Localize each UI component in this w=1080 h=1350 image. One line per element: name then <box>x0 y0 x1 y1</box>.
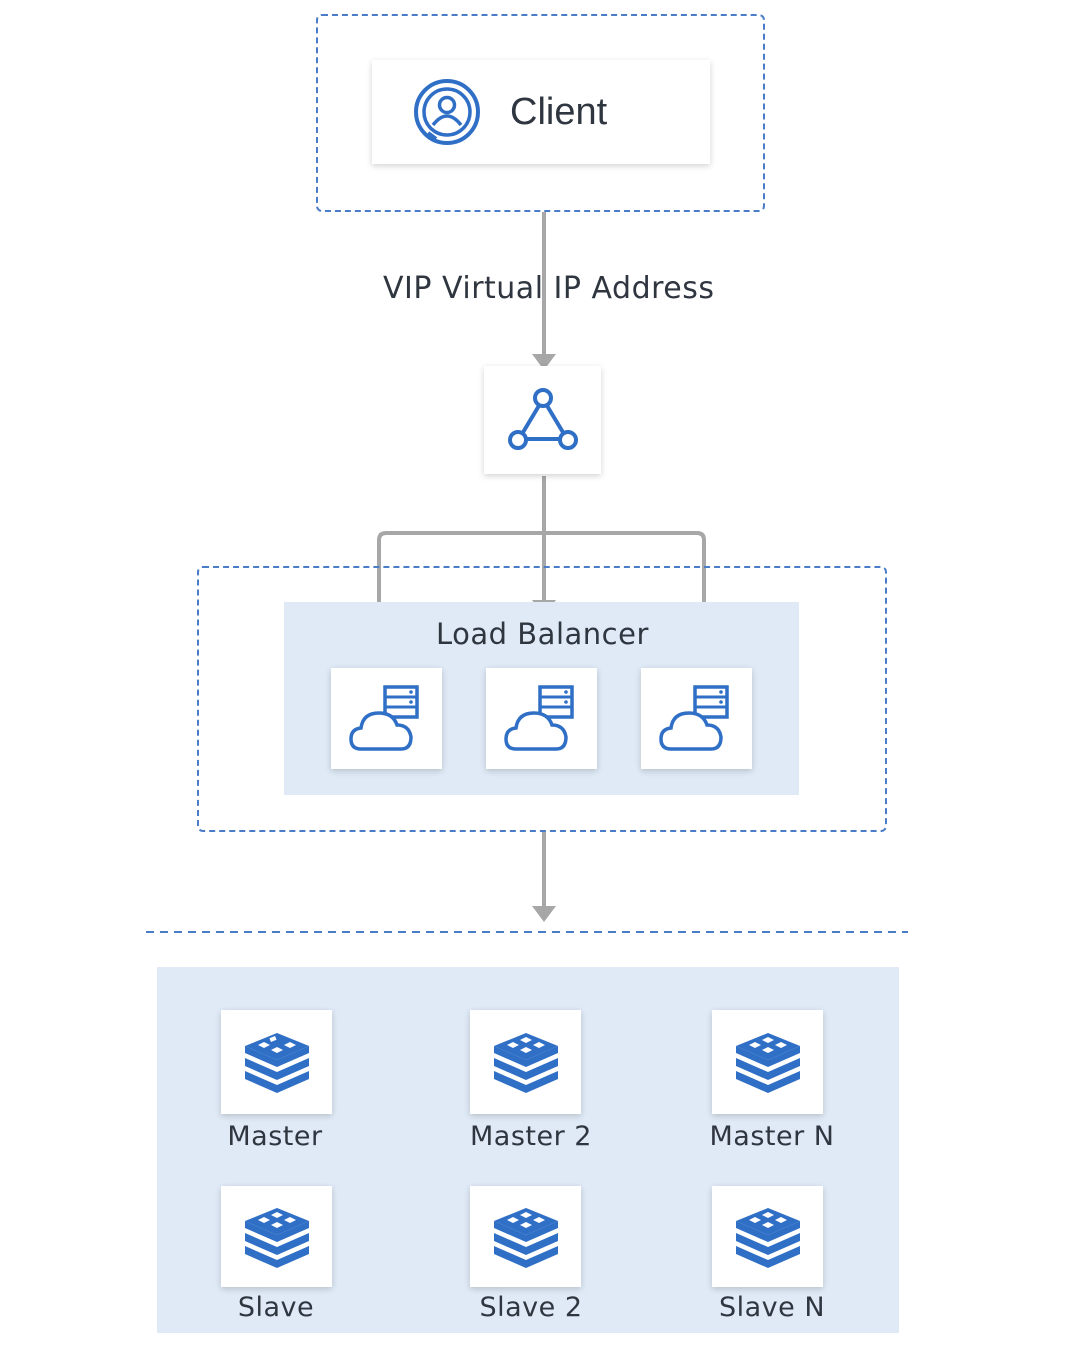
cluster-arrowhead <box>532 906 556 922</box>
lb-server-node-3[interactable] <box>641 668 752 769</box>
vip-to-lb-right-connector <box>544 531 706 625</box>
master-label-n: Master N <box>709 1121 835 1152</box>
redis-stack-icon <box>491 1031 561 1093</box>
load-balancer-label: Load Balancer <box>436 617 649 651</box>
master-node-2[interactable] <box>470 1010 581 1114</box>
load-balancer-group <box>197 566 887 832</box>
redis-stack-icon <box>242 1031 312 1093</box>
vip-arrowhead <box>532 354 556 370</box>
master-node-n[interactable] <box>712 1010 823 1114</box>
client-label: Client <box>510 90 608 133</box>
slave-node-n[interactable] <box>712 1186 823 1287</box>
redis-stack-icon <box>242 1206 312 1268</box>
vip-node[interactable] <box>484 366 601 474</box>
slave-node-2[interactable] <box>470 1186 581 1287</box>
lb-server-node-2[interactable] <box>486 668 597 769</box>
slave-label-1: Slave <box>237 1292 315 1323</box>
redis-stack-icon <box>733 1206 803 1268</box>
cloud-server-icon <box>502 683 582 755</box>
vip-line-overlay <box>542 266 546 312</box>
lb-server-node-1[interactable] <box>331 668 442 769</box>
network-triangle-icon <box>503 385 583 455</box>
slave-label-n: Slave N <box>718 1292 826 1323</box>
slave-node-1[interactable] <box>221 1186 332 1287</box>
cloud-server-icon <box>347 683 427 755</box>
user-icon <box>412 77 482 147</box>
redis-stack-icon <box>733 1031 803 1093</box>
master-label-1: Master <box>227 1121 323 1152</box>
client-group <box>316 14 765 212</box>
cloud-server-icon <box>657 683 737 755</box>
vip-label: VIP Virtual IP Address <box>383 271 715 306</box>
master-label-2: Master 2 <box>470 1121 592 1152</box>
vip-to-lb-left-connector <box>377 531 544 625</box>
master-node-1[interactable] <box>221 1010 332 1114</box>
redis-stack-icon <box>491 1206 561 1268</box>
slave-label-2: Slave 2 <box>479 1292 583 1323</box>
client-node[interactable]: Client <box>372 60 710 164</box>
